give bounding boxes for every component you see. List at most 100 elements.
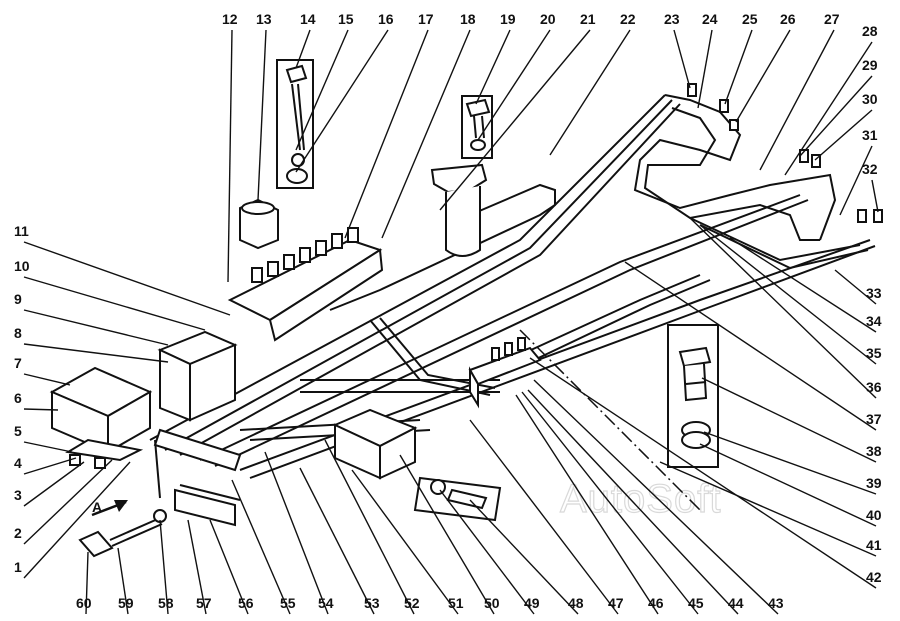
callout-number-28: 28 — [862, 23, 878, 39]
leader-line-18 — [381, 29, 471, 239]
leader-line-47 — [469, 419, 619, 615]
rear-loop-pipes — [633, 94, 869, 270]
leader-line-42 — [529, 357, 877, 589]
callout-number-9: 9 — [14, 291, 22, 307]
leader-line-5 — [23, 441, 73, 453]
leader-line-21 — [439, 29, 591, 211]
leader-line-23 — [673, 29, 691, 89]
leader-line-45 — [521, 391, 699, 615]
callout-number-14: 14 — [300, 11, 316, 27]
callout-number-39: 39 — [866, 475, 882, 491]
callout-number-35: 35 — [866, 345, 882, 361]
callout-number-50: 50 — [484, 595, 500, 611]
leader-line-27 — [759, 29, 835, 171]
callout-number-31: 31 — [862, 127, 878, 143]
leader-line-39 — [703, 431, 877, 495]
callout-number-52: 52 — [404, 595, 420, 611]
callout-number-32: 32 — [862, 161, 878, 177]
receiver-box-7 — [49, 366, 153, 454]
leader-line-1 — [23, 461, 131, 579]
callout-number-46: 46 — [648, 595, 664, 611]
fuel-filter — [430, 163, 488, 257]
callout-number-33: 33 — [866, 285, 882, 301]
leader-line-4 — [23, 457, 77, 475]
callout-number-1: 1 — [14, 559, 22, 575]
callout-number-16: 16 — [378, 11, 394, 27]
callout-number-36: 36 — [866, 379, 882, 395]
callout-number-17: 17 — [418, 11, 434, 27]
leader-line-19 — [475, 29, 511, 105]
rear-fittings — [687, 83, 883, 223]
callout-number-55: 55 — [280, 595, 296, 611]
callout-number-60: 60 — [76, 595, 92, 611]
leader-line-30 — [814, 109, 873, 161]
callout-number-6: 6 — [14, 390, 22, 406]
callout-number-51: 51 — [448, 595, 464, 611]
leader-line-60 — [85, 551, 89, 615]
leader-line-33 — [834, 269, 877, 305]
leader-line-22 — [549, 29, 631, 156]
leader-line-40 — [699, 443, 877, 527]
callout-number-44: 44 — [728, 595, 744, 611]
leader-line-52 — [324, 439, 415, 615]
callout-number-56: 56 — [238, 595, 254, 611]
callout-number-41: 41 — [866, 537, 882, 553]
valve-block-rear — [468, 337, 542, 409]
view-marker-label: A — [92, 499, 102, 515]
callout-number-20: 20 — [540, 11, 556, 27]
leader-line-28 — [784, 41, 873, 176]
callout-number-59: 59 — [118, 595, 134, 611]
callout-number-4: 4 — [14, 455, 22, 471]
leader-line-34 — [729, 237, 877, 333]
callout-number-2: 2 — [14, 525, 22, 541]
callout-number-43: 43 — [768, 595, 784, 611]
callout-number-37: 37 — [866, 411, 882, 427]
leader-line-17 — [344, 29, 429, 239]
leader-line-16 — [295, 29, 389, 173]
callout-number-45: 45 — [688, 595, 704, 611]
leader-line-32 — [871, 179, 879, 213]
detail-inset-19-20 — [461, 95, 493, 159]
leader-line-2 — [23, 459, 113, 545]
injection-pump-block — [227, 227, 384, 342]
leader-line-43 — [533, 379, 779, 615]
callout-number-42: 42 — [866, 569, 882, 585]
callout-number-22: 22 — [620, 11, 636, 27]
leader-line-6 — [23, 408, 59, 411]
control-box-9 — [157, 330, 238, 422]
callout-number-3: 3 — [14, 487, 22, 503]
callout-number-47: 47 — [608, 595, 624, 611]
callout-number-40: 40 — [866, 507, 882, 523]
leader-line-12 — [227, 29, 233, 283]
mounting-bracket — [65, 438, 144, 469]
leader-line-55 — [231, 479, 291, 615]
leader-line-51 — [351, 469, 459, 615]
leader-line-35 — [699, 224, 877, 365]
speed-sensor — [78, 509, 167, 558]
leader-line-3 — [23, 461, 85, 507]
leader-line-8 — [23, 343, 169, 363]
leader-line-24 — [697, 29, 713, 109]
leader-line-31 — [839, 145, 873, 216]
leader-lines — [23, 29, 879, 615]
leader-line-54 — [264, 451, 329, 615]
callout-number-21: 21 — [580, 11, 596, 27]
leader-line-29 — [799, 75, 873, 157]
leader-line-36 — [689, 217, 877, 399]
callout-number-13: 13 — [256, 11, 272, 27]
callout-number-7: 7 — [14, 355, 22, 371]
leader-line-13 — [257, 29, 267, 201]
callout-number-54: 54 — [318, 595, 334, 611]
callout-number-24: 24 — [702, 11, 718, 27]
callout-number-15: 15 — [338, 11, 354, 27]
callout-number-34: 34 — [866, 313, 882, 329]
callout-number-26: 26 — [780, 11, 796, 27]
callout-number-25: 25 — [742, 11, 758, 27]
callout-number-11: 11 — [14, 223, 29, 239]
leader-line-48 — [469, 499, 579, 615]
callout-number-8: 8 — [14, 325, 22, 341]
callout-number-29: 29 — [862, 57, 878, 73]
watermark-text: AutoSoft — [560, 477, 721, 521]
